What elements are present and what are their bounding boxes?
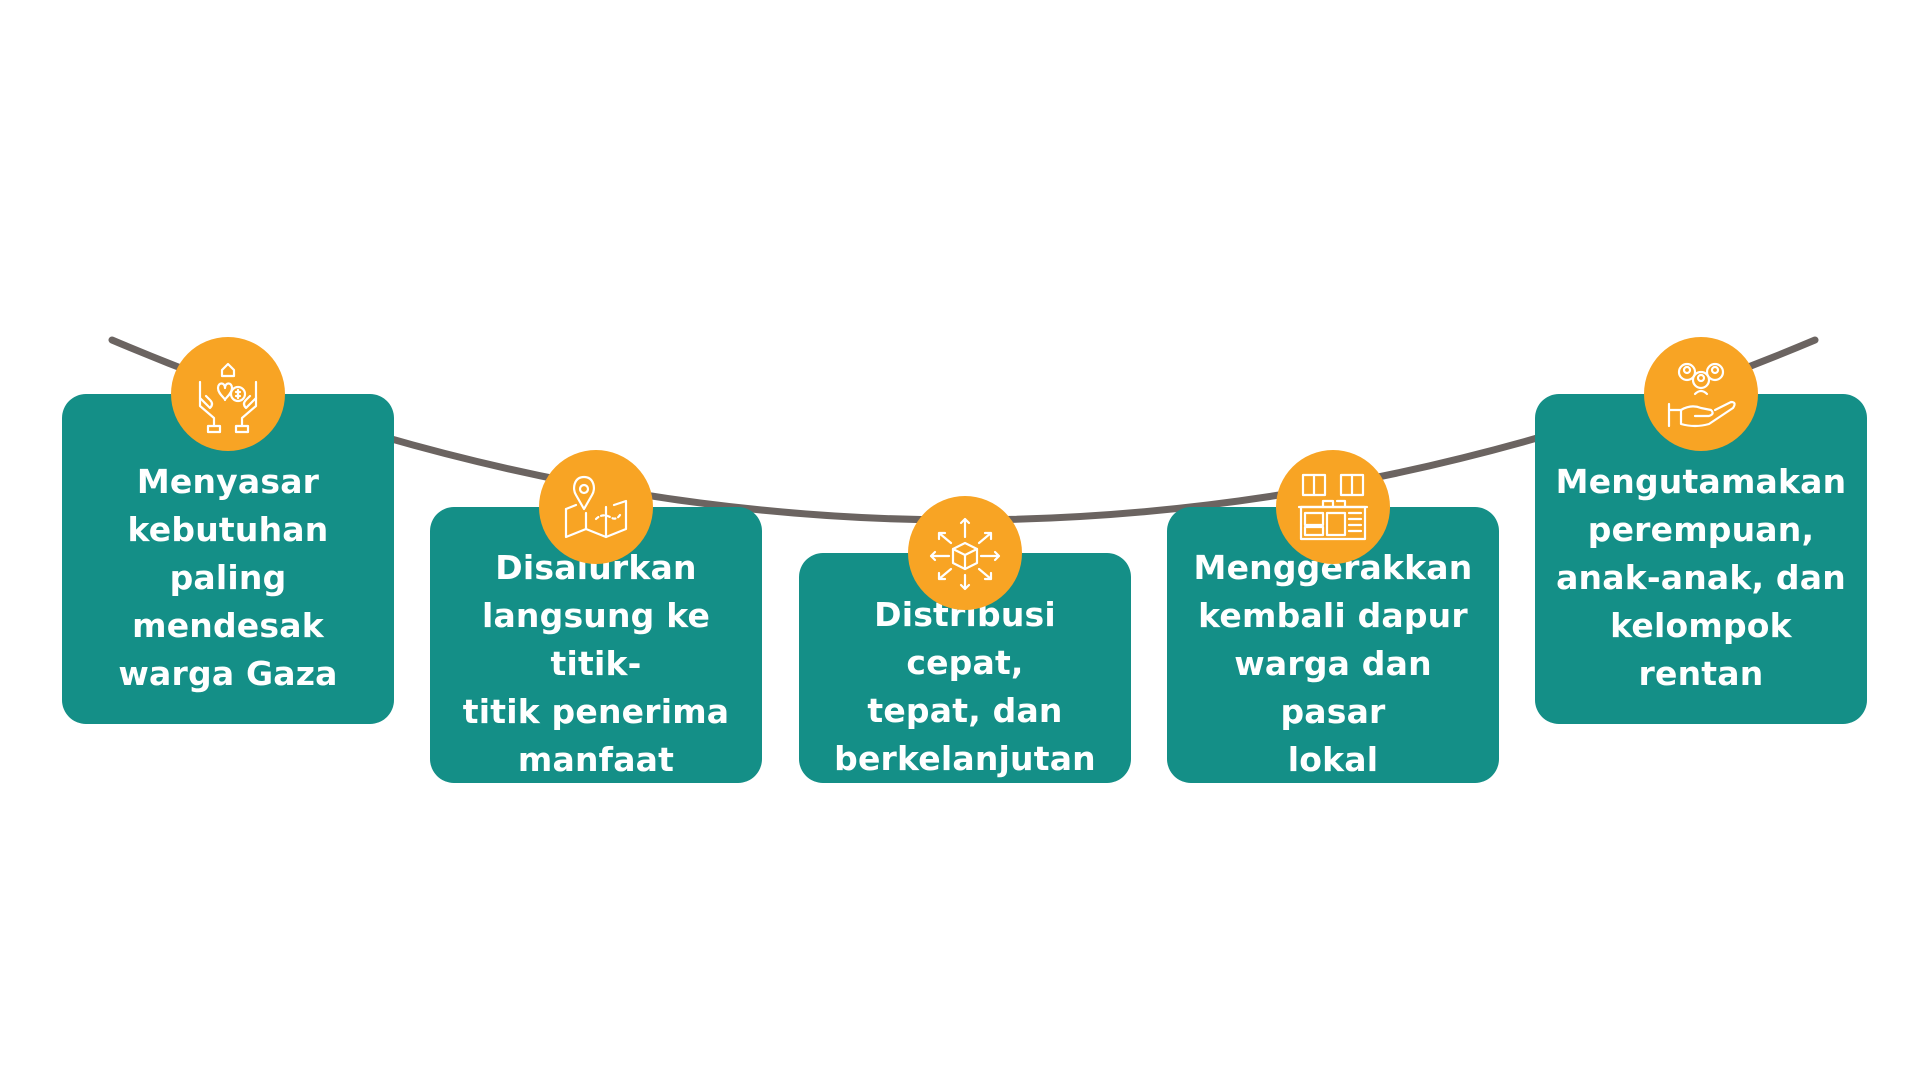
step-badge-4 bbox=[1276, 450, 1390, 564]
step-badge-1 bbox=[171, 337, 285, 451]
step-badge-2 bbox=[539, 450, 653, 564]
step-text-3: Distribusi cepat, tepat, dan berkelanjut… bbox=[834, 595, 1096, 778]
hands-giving-donation-icon bbox=[198, 362, 258, 434]
step-badge-3 bbox=[908, 496, 1022, 610]
box-distribution-arrows-icon bbox=[929, 517, 1001, 591]
step-card-3: Distribusi cepat, tepat, dan berkelanjut… bbox=[799, 553, 1131, 783]
step-badge-5 bbox=[1644, 337, 1758, 451]
map-location-pin-icon bbox=[564, 475, 628, 539]
step-text-5: Mengutamakan perempuan, anak-anak, dan k… bbox=[1555, 462, 1847, 693]
hand-holding-people-icon bbox=[1667, 362, 1736, 428]
step-text-4: Menggerakkan kembali dapur warga dan pas… bbox=[1193, 548, 1473, 779]
step-text-2: Disalurkan langsung ke titik- titik pene… bbox=[462, 548, 730, 779]
step-text-1: Menyasar kebutuhan paling mendesak warga… bbox=[118, 462, 338, 693]
kitchen-cabinet-icon bbox=[1297, 473, 1369, 541]
